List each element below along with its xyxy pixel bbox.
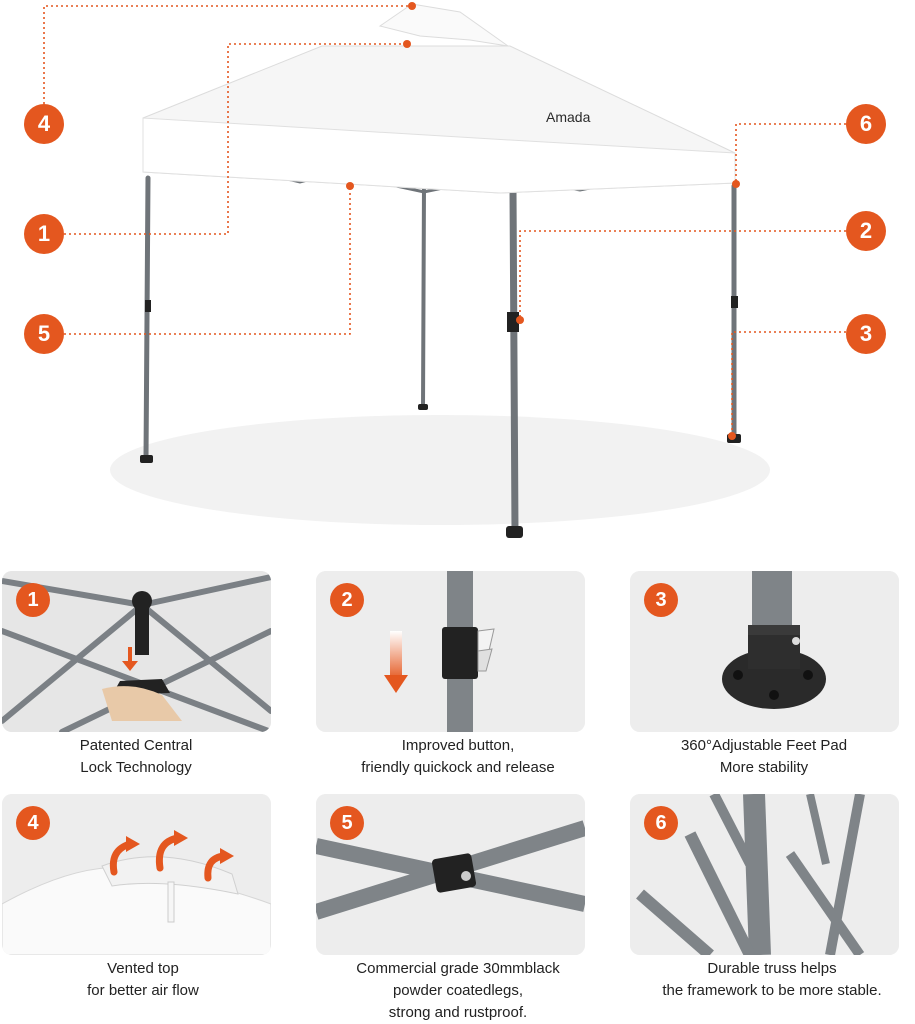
caption-line: More stability bbox=[719, 759, 809, 776]
caption-line: powder coatedlegs, bbox=[392, 982, 524, 999]
caption-line: Patented Central bbox=[79, 737, 193, 754]
feature-panel-central-lock: 1 bbox=[2, 571, 271, 732]
caption-line: Durable truss helps bbox=[707, 960, 837, 977]
panel-number-6: 6 bbox=[644, 806, 678, 840]
feature-panel-vent: 4 bbox=[2, 794, 271, 955]
caption-line: Lock Technology bbox=[80, 759, 192, 776]
panel-number-1: 1 bbox=[16, 583, 50, 617]
callout-badge-6: 6 bbox=[846, 104, 886, 144]
panel-number-5: 5 bbox=[330, 806, 364, 840]
feature-panel-truss-joint: 5 bbox=[316, 794, 585, 955]
brand-logo: Amada bbox=[546, 109, 591, 125]
caption-line: Commercial grade 30mmblack bbox=[356, 960, 560, 977]
feature-panel-button: 2 bbox=[316, 571, 585, 732]
caption-line: strong and rustproof. bbox=[388, 1004, 528, 1021]
canopy-tent-illustration: Amada bbox=[43, 2, 846, 538]
panel-number-3: 3 bbox=[644, 583, 678, 617]
caption-central-lock: Patented Central Lock Technology bbox=[0, 735, 286, 779]
callout-badge-5: 5 bbox=[24, 314, 64, 354]
callout-badge-4: 4 bbox=[24, 104, 64, 144]
callout-badge-2: 2 bbox=[846, 211, 886, 251]
caption-truss-frame: Durable truss helps the framework to be … bbox=[622, 958, 915, 1002]
feature-panel-truss-frame: 6 bbox=[630, 794, 899, 955]
caption-truss-joint: Commercial grade 30mmblack powder coated… bbox=[308, 958, 608, 1024]
caption-line: friendly quickock and release bbox=[361, 759, 555, 776]
feature-panel-feet-pad: 3 bbox=[630, 571, 899, 732]
panel-number-4: 4 bbox=[16, 806, 50, 840]
callout-badge-1: 1 bbox=[24, 214, 64, 254]
caption-line: 360°Adjustable Feet Pad bbox=[680, 737, 848, 754]
caption-line: for better air flow bbox=[87, 982, 199, 999]
caption-line: the framework to be more stable. bbox=[662, 982, 882, 999]
caption-button: Improved button, friendly quickock and r… bbox=[308, 735, 608, 779]
caption-line: Improved button, bbox=[401, 737, 515, 754]
callout-badge-3: 3 bbox=[846, 314, 886, 354]
caption-vent: Vented top for better air flow bbox=[0, 958, 293, 1002]
panel-number-2: 2 bbox=[330, 583, 364, 617]
caption-feet-pad: 360°Adjustable Feet Pad More stability bbox=[614, 735, 914, 779]
caption-line: Vented top bbox=[107, 960, 179, 977]
